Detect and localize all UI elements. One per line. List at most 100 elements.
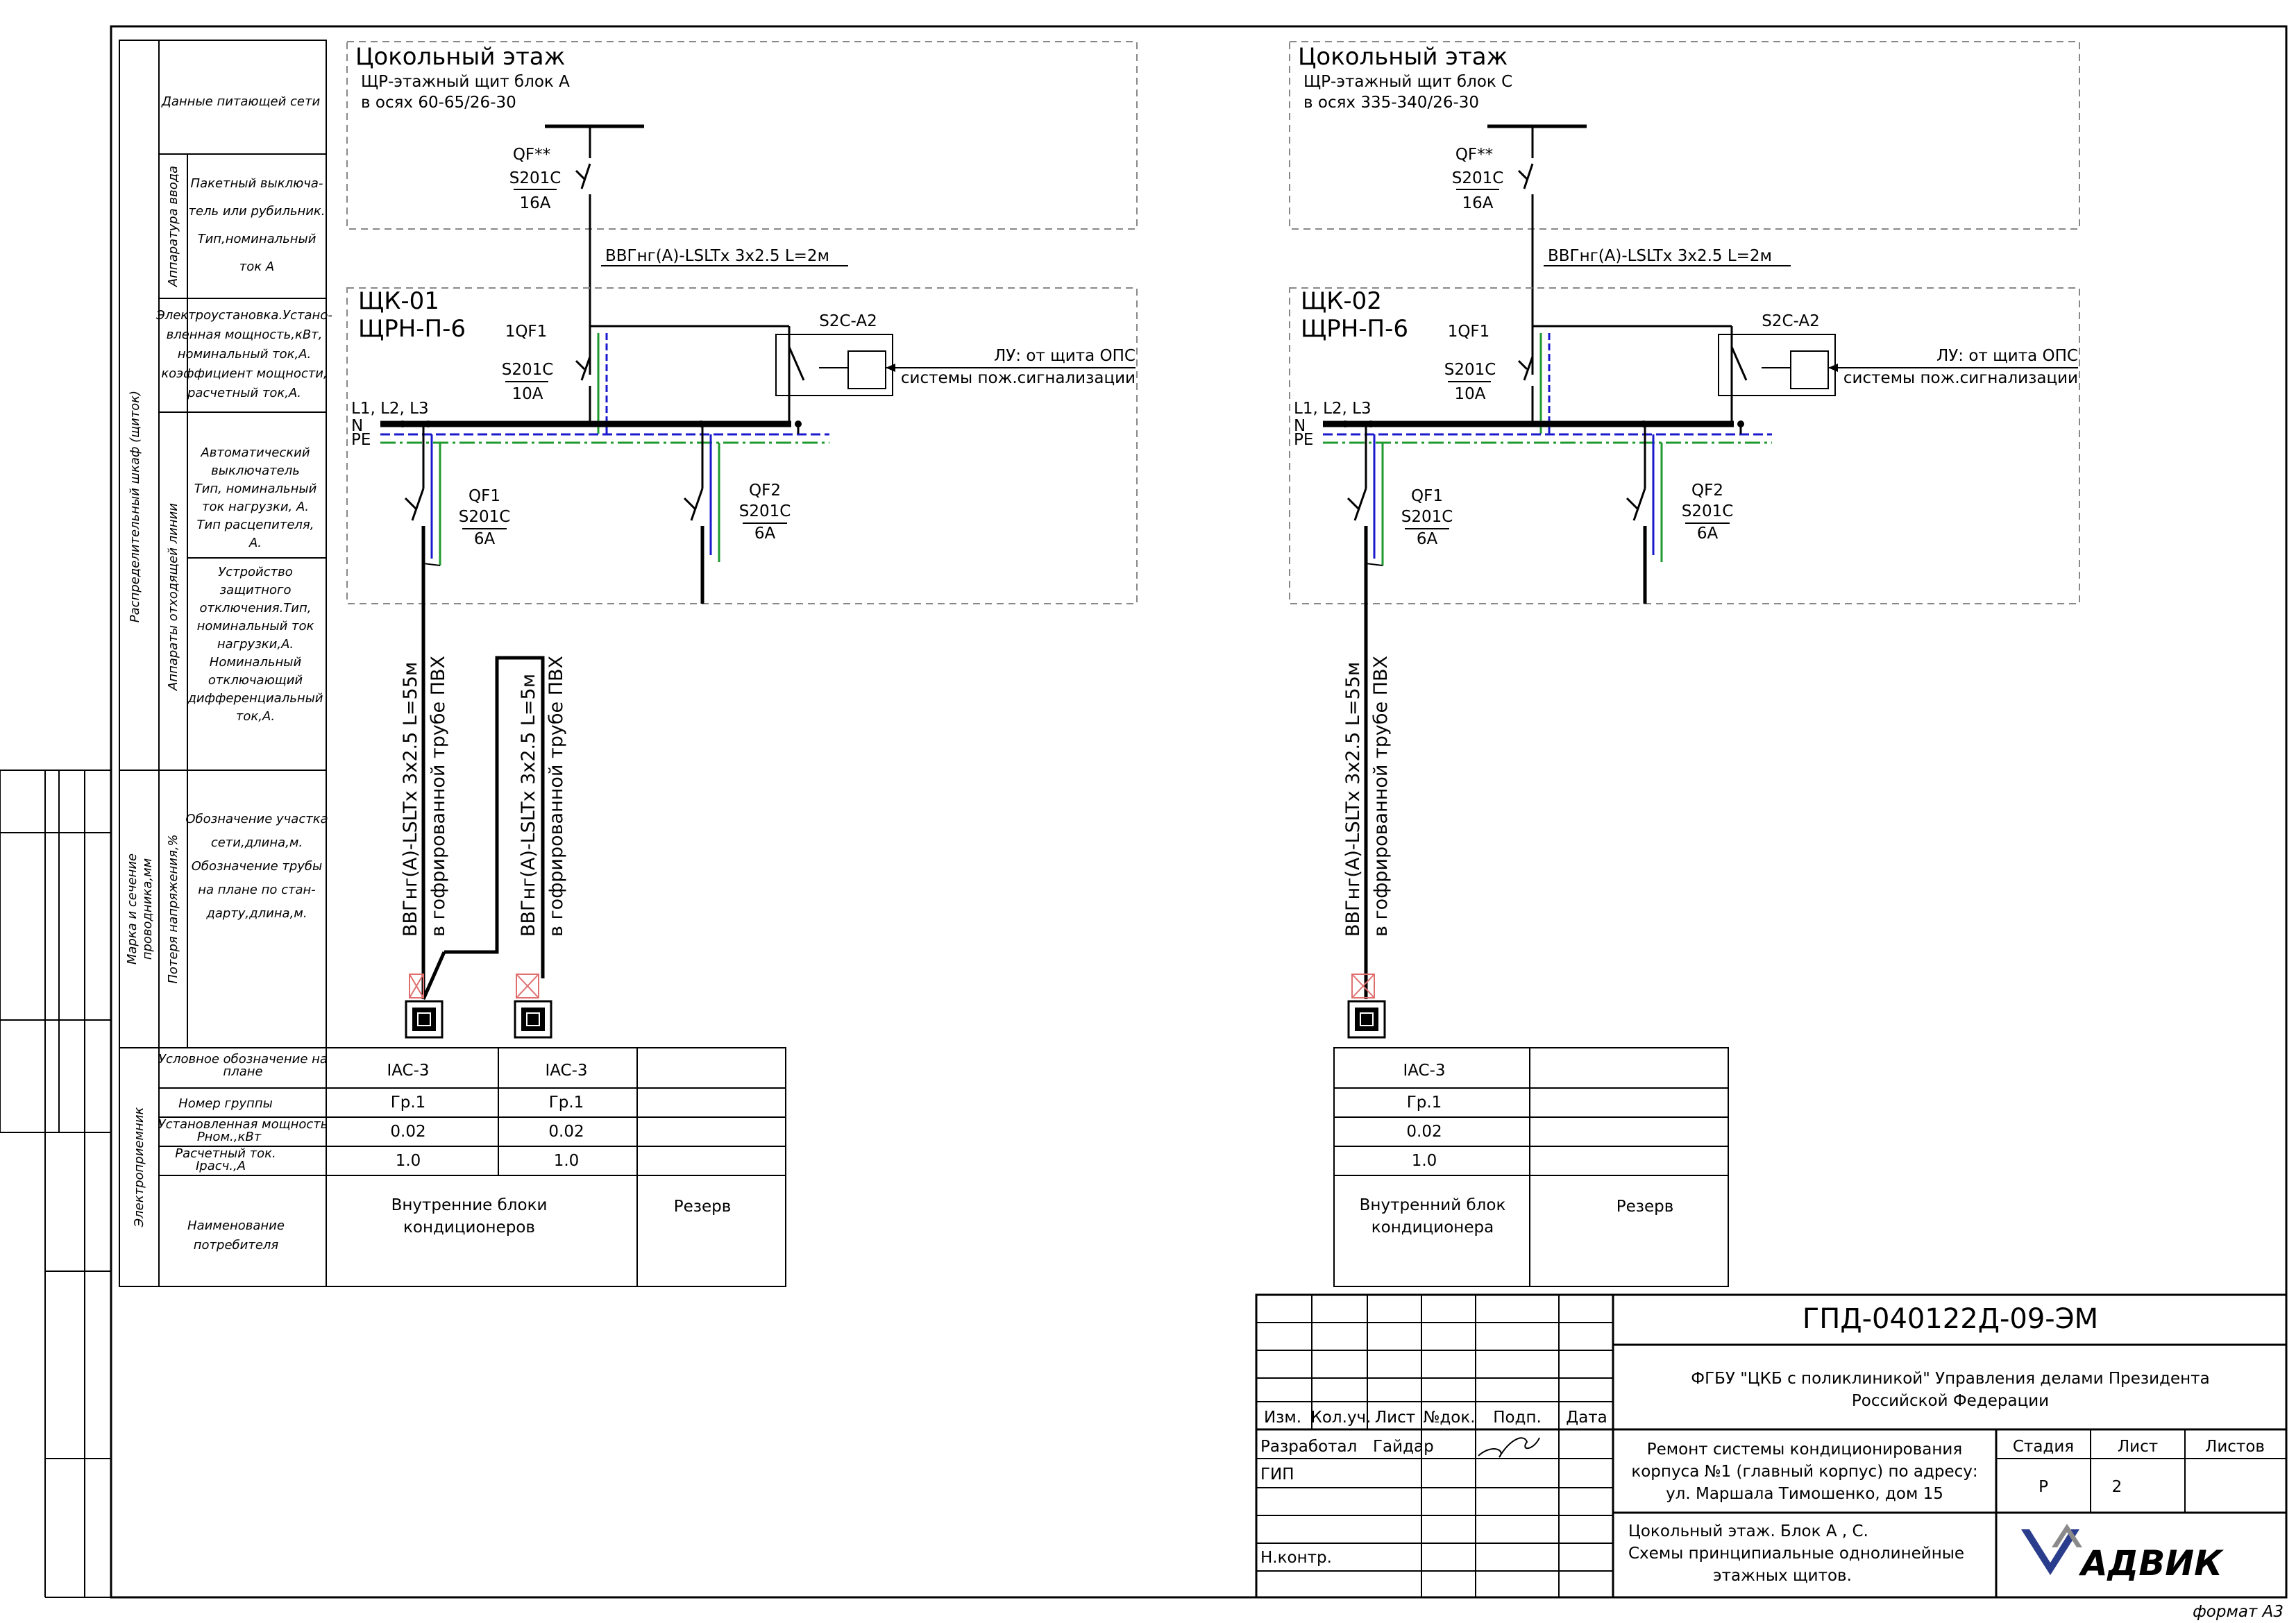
tb-org-2: Российской Федерации xyxy=(1852,1392,2049,1410)
logo-text: АДВИК xyxy=(2078,1543,2224,1583)
legend-cable-5: дарту,длина,м. xyxy=(205,906,307,921)
contactor-c: S2C-A2 xyxy=(1762,312,1819,330)
legend-rcd-8: дифференциальный xyxy=(187,691,323,706)
tb-col-izm: Изм. xyxy=(1264,1409,1301,1427)
tb-sheet-title-1: Цокольный этаж. Блок А , С. xyxy=(1628,1522,1868,1540)
company-logo: АДВИК xyxy=(2021,1524,2224,1583)
legend-rcd-7: отключающий xyxy=(208,673,303,688)
legend-rcd-5: нагрузки,А. xyxy=(217,637,294,652)
consumer-c1-current: 1.0 xyxy=(1412,1152,1437,1170)
qf1-rating-a: 6A xyxy=(474,530,496,548)
legend-table: Данные питающей сети Аппаратура ввода Па… xyxy=(119,40,332,1287)
tb-stage-label: Стадия xyxy=(2013,1438,2074,1456)
cabinet-frame-a xyxy=(346,287,1138,604)
board-frame-c xyxy=(1289,41,2080,230)
legend-input-1: Пакетный выключа- xyxy=(191,176,323,191)
ac-unit-icon xyxy=(1347,974,1386,1039)
ac-unit-icon xyxy=(514,974,552,1039)
consumer-c1-group: Гр.1 xyxy=(1407,1094,1442,1112)
cabinet-type-a: ЩРН-П-6 xyxy=(358,315,466,343)
legend-rcd-3: отключения.Тип, xyxy=(200,601,312,615)
in-breaker-c: 1QF1 xyxy=(1448,323,1490,341)
legend-rcd-6: Номинальный xyxy=(210,655,302,670)
qf2-type-c: S201C xyxy=(1682,502,1734,520)
tb-role-gip: ГИП xyxy=(1260,1465,1294,1484)
consumer-a1-current: 1.0 xyxy=(396,1152,421,1170)
cable-c1-1: ВВГнг(А)-LSLTх 3х2.5 L=55м xyxy=(1342,662,1364,937)
legend-vert-cable-3: Потеря напряжения,% xyxy=(166,834,180,983)
legend-breaker-4: ток нагрузки, А. xyxy=(202,500,309,514)
cabinet-type-c: ЩРН-П-6 xyxy=(1301,315,1408,343)
in-rating-a: 10A xyxy=(512,385,543,403)
legend-input-4: ток А xyxy=(239,260,274,274)
cabinet-frame-c xyxy=(1289,287,2080,604)
consumer-a-reserve: Резерв xyxy=(674,1198,732,1216)
legend-rcd-2: защитного xyxy=(220,583,292,597)
tb-project-1: Ремонт системы кондиционирования xyxy=(1647,1441,1962,1459)
qf-main-type-c: S201C xyxy=(1452,169,1504,187)
bus-label-c-2: N xyxy=(1294,417,1306,435)
in-rating-c: 10A xyxy=(1454,385,1485,403)
cable-a2-1: ВВГнг(А)-LSLTх 3х2.5 L=5м xyxy=(518,674,539,937)
legend-vert-outgoing: Аппараты отходящей линии xyxy=(166,503,180,691)
legend-vert-cable-1: Марка и сечение xyxy=(125,853,140,965)
tb-role-dev: Разработал xyxy=(1260,1438,1357,1456)
control-a-2: системы пож.сигнализации xyxy=(901,369,1136,387)
legend-breaker-6: А. xyxy=(248,536,262,550)
board-name-c: ЩР-этажный щит блок С xyxy=(1303,73,1512,91)
signature-icon xyxy=(1478,1437,1540,1458)
legend-cable-1: Обозначение участка xyxy=(185,812,328,826)
in-type-a: S201C xyxy=(502,361,554,379)
control-a-1: ЛУ: от щита ОПС xyxy=(994,347,1136,365)
legend-current-2: Iрасч.,А xyxy=(196,1159,246,1173)
consumer-c-reserve: Резерв xyxy=(1617,1198,1674,1216)
legend-rcd-4: номинальный ток xyxy=(197,619,314,634)
legend-install-1: Электроустановка.Устано- xyxy=(155,308,332,323)
tb-project-3: ул. Маршала Тимошенко, дом 15 xyxy=(1666,1485,1943,1503)
tb-col-list: Лист xyxy=(1375,1409,1415,1427)
qf1-a: QF1 xyxy=(469,487,500,505)
bus-label-c-3: PE xyxy=(1294,431,1313,449)
cabinet-id-a: ЩК-01 xyxy=(358,287,439,315)
legend-supply: Данные питающей сети xyxy=(161,94,321,109)
legend-vert-consumer: Электроприемник xyxy=(132,1107,146,1227)
ac-unit-icon xyxy=(405,974,444,1039)
qf1-rating-c: 6A xyxy=(1417,530,1438,548)
legend-vert-cabinet: Распределительный шкаф (щиток) xyxy=(128,391,142,622)
qf1-c: QF1 xyxy=(1411,487,1443,505)
consumer-a1-group: Гр.1 xyxy=(391,1094,426,1112)
qf1-type-a: S201C xyxy=(459,508,511,526)
consumer-table-c: IAC-3 Гр.1 0.02 1.0 Внутренний блок конд… xyxy=(1333,1047,1729,1287)
consumer-a-name-1: Внутренние блоки xyxy=(391,1196,548,1214)
legend-install-3: номинальный ток,А. xyxy=(178,347,312,362)
tb-sheet: 2 xyxy=(2112,1478,2122,1496)
bus-label-a-3: PE xyxy=(351,431,371,449)
floor-title-a: Цокольный этаж xyxy=(355,43,565,71)
cable-a1-2: в гофрированной трубе ПВХ xyxy=(428,656,449,937)
qf2-type-a: S201C xyxy=(739,502,791,520)
consumer-c1-symbol: IAC-3 xyxy=(1403,1062,1445,1080)
consumer-c-name-2: кондиционера xyxy=(1371,1218,1494,1237)
qf-main-a: QF** xyxy=(513,146,550,164)
cable-a2-2: в гофрированной трубе ПВХ xyxy=(546,656,567,937)
qf2-rating-c: 6A xyxy=(1697,525,1719,543)
sheet-format: формат А3 xyxy=(2193,1603,2284,1621)
board-frame-a xyxy=(346,41,1138,230)
board-axes-c: в осях 335-340/26-30 xyxy=(1303,94,1479,112)
legend-group: Номер группы xyxy=(178,1096,273,1111)
consumer-c1-power: 0.02 xyxy=(1406,1123,1442,1141)
schematic-panel-c: Цокольный этаж ЩР-этажный щит блок С в о… xyxy=(1289,41,2080,1039)
legend-power-2: Рном.,кВт xyxy=(197,1130,262,1144)
board-name-a: ЩР-этажный щит блок А xyxy=(361,73,570,91)
legend-breaker-3: Тип, номинальный xyxy=(194,482,317,496)
tb-org-1: ФГБУ "ЦКБ с поликлиникой" Управления дел… xyxy=(1691,1370,2209,1388)
legend-rcd-9: ток,А. xyxy=(236,709,275,724)
cable-c1-2: в гофрированной трубе ПВХ xyxy=(1370,656,1392,937)
tb-project-2: корпуса №1 (главный корпус) по адресу: xyxy=(1631,1463,1977,1481)
tb-code: ГПД-040122Д-09-ЭМ xyxy=(1803,1303,2098,1335)
legend-current-1: Расчетный ток. xyxy=(175,1146,276,1161)
consumer-a2-group: Гр.1 xyxy=(549,1094,584,1112)
consumer-a2-power: 0.02 xyxy=(548,1123,584,1141)
legend-input-2: тель или рубильник. xyxy=(188,204,325,219)
